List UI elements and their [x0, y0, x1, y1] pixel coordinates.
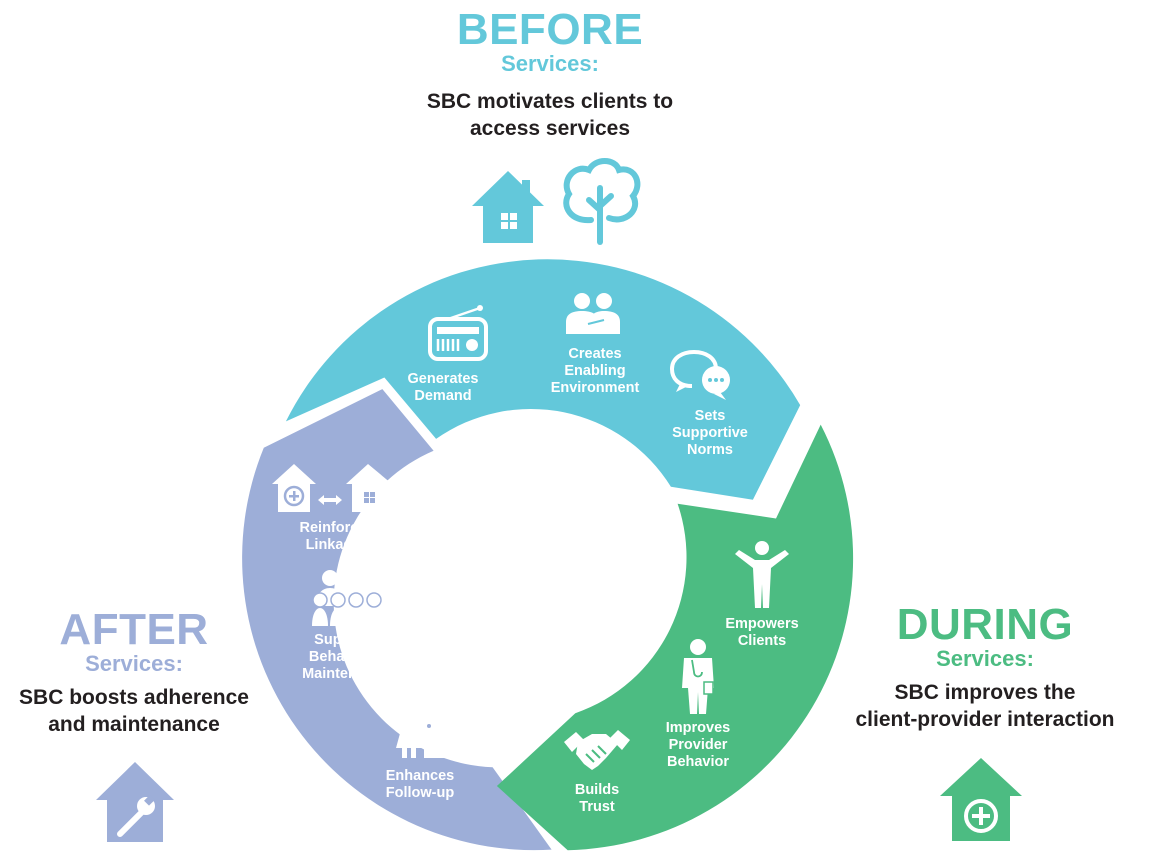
after-header: AFTER Services: SBC boosts adherence and…	[0, 608, 268, 738]
tree-icon	[563, 158, 641, 245]
before-description-line1: SBC motivates clients to	[426, 90, 674, 113]
during-subheading: Services:	[936, 646, 1034, 671]
label-line: Trust	[579, 799, 615, 815]
label-line: Builds	[574, 782, 620, 798]
label-reinforces-linkages: Reinforces Linkages	[282, 520, 392, 554]
label-line: Empowers	[725, 616, 799, 632]
label-line: Norms	[687, 442, 733, 458]
label-line: Supports	[314, 632, 378, 648]
after-heading: AFTER	[59, 605, 209, 654]
label-line: Behavior	[666, 754, 730, 770]
person-door-icon	[396, 688, 450, 758]
label-enhances-followup: Enhances Follow-up	[370, 768, 470, 802]
after-segment	[242, 389, 552, 851]
label-line: Linkages	[305, 537, 369, 553]
before-description-line2: access services	[470, 117, 630, 140]
people-icon	[566, 293, 620, 334]
house-linkage-icon	[272, 464, 392, 512]
label-supports-maintenance: Supports Behavioral Maintenance	[292, 632, 400, 683]
before-header: BEFORE Services: SBC motivates clients t…	[395, 8, 705, 142]
label-line: Follow-up	[385, 785, 455, 801]
label-line: Generates	[407, 371, 479, 387]
after-description-line1: SBC boosts adherence	[19, 686, 249, 709]
label-line: Provider	[668, 737, 728, 753]
clinic-house-icon	[940, 758, 1022, 841]
person-arms-raised-icon	[735, 541, 789, 608]
label-sets-norms: Sets Supportive Norms	[655, 408, 765, 459]
label-builds-trust: Builds Trust	[552, 782, 642, 816]
label-generates-demand: Generates Demand	[398, 371, 488, 405]
after-description-line2: and maintenance	[48, 713, 220, 736]
label-line: Maintenance	[302, 666, 390, 682]
house-icon	[472, 171, 544, 243]
during-description-line2: client-provider interaction	[855, 708, 1115, 731]
doctor-icon	[682, 639, 714, 714]
during-description-line1: SBC improves the	[894, 681, 1076, 704]
label-line: Reinforces	[299, 520, 375, 536]
during-heading: DURING	[896, 600, 1074, 649]
label-line: Enabling	[564, 363, 626, 379]
label-creates-enabling: Creates Enabling Environment	[540, 346, 650, 397]
label-line: Enhances	[385, 768, 455, 784]
radio-icon	[428, 305, 488, 361]
before-segment	[285, 259, 801, 500]
label-line: Demand	[414, 388, 472, 404]
label-empowers-clients: Empowers Clients	[712, 616, 812, 650]
wrench-house-icon	[96, 762, 174, 842]
before-heading: BEFORE	[456, 5, 644, 54]
label-line: Improves	[665, 720, 731, 736]
before-subheading: Services:	[501, 51, 599, 76]
label-line: Clients	[737, 633, 787, 649]
label-line: Supportive	[672, 425, 748, 441]
label-line: Creates	[568, 346, 622, 362]
handshake-icon	[564, 730, 630, 770]
label-line: Sets	[694, 408, 726, 424]
label-line: Environment	[550, 380, 640, 396]
speech-bubble-icon	[669, 349, 730, 400]
label-improves-provider: Improves Provider Behavior	[645, 720, 751, 771]
during-header: DURING Services: SBC improves the client…	[825, 603, 1145, 733]
after-subheading: Services:	[85, 651, 183, 676]
group-icon	[312, 568, 382, 626]
label-line: Behavioral	[308, 649, 384, 665]
